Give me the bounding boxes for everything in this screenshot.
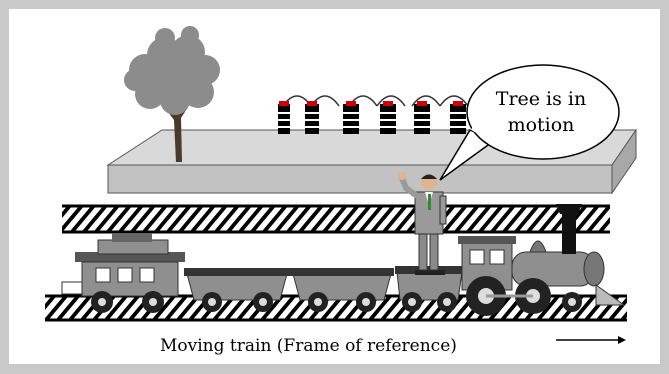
upper-track <box>62 204 610 234</box>
speech-bubble <box>439 64 620 181</box>
arrow-right-icon <box>556 336 626 344</box>
man-icon <box>398 172 447 275</box>
tree-icon <box>124 26 220 162</box>
speech-bubble-text: Tree is in motion <box>486 86 596 138</box>
caption: Moving train (Frame of reference) <box>160 336 457 356</box>
building-icon <box>278 95 489 134</box>
train-icon <box>61 204 626 316</box>
speech-bubble-line2: motion <box>507 114 575 136</box>
speech-bubble-line1: Tree is in <box>495 88 587 110</box>
